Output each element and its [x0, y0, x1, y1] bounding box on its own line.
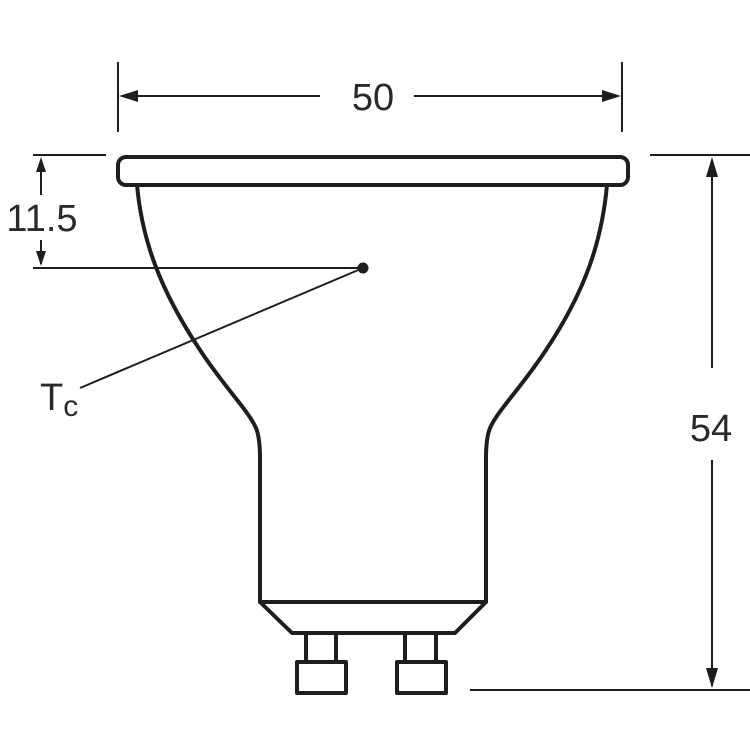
tc-label: Tc	[40, 377, 78, 423]
lamp-rim	[116, 155, 630, 187]
arrow-up-icon	[706, 157, 718, 177]
tc-offset-dimension: 11.5	[6, 154, 363, 269]
lamp-reflector-body	[135, 183, 609, 604]
lamp-outline	[116, 155, 630, 695]
lamp-base-cap	[258, 600, 488, 635]
length-dimension: 54	[470, 154, 750, 691]
length-dimension-label: 54	[690, 408, 732, 450]
lamp-pin-left	[295, 631, 348, 695]
arrow-up-icon	[36, 157, 46, 172]
arrow-down-icon	[706, 668, 718, 688]
arrow-left-icon	[119, 90, 138, 102]
tc-leader-line	[79, 267, 364, 389]
width-dimension-label: 50	[352, 77, 394, 119]
lamp-pin-right	[395, 631, 448, 695]
pin-head	[295, 660, 348, 695]
tc-callout: Tc	[40, 262, 369, 423]
width-dimension: 50	[117, 62, 623, 132]
pin-head	[395, 660, 448, 695]
arrow-right-icon	[602, 90, 621, 102]
tc-offset-label: 11.5	[6, 198, 77, 240]
arrow-down-icon	[36, 251, 46, 266]
